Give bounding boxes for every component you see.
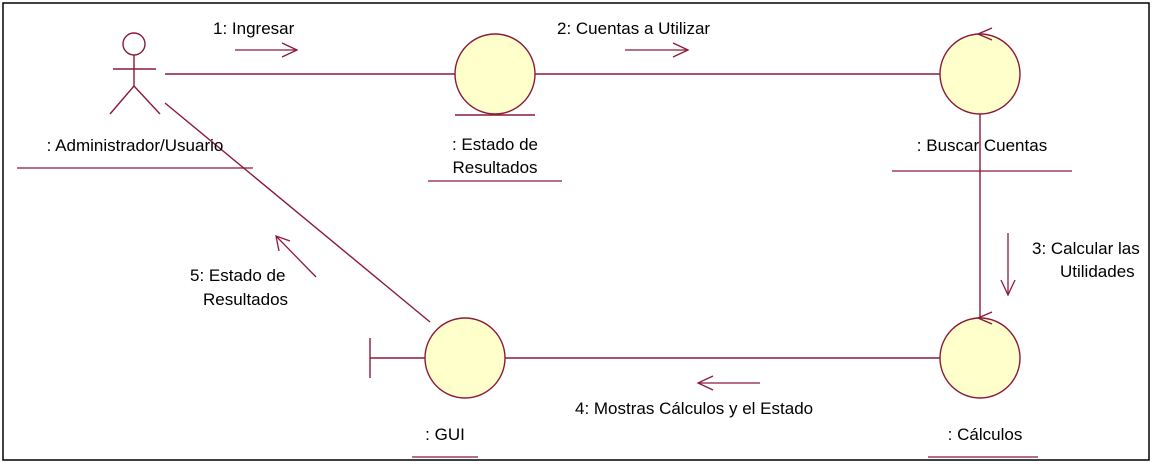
message-3-arrow-icon <box>1000 233 1016 297</box>
calculos-label: : Cálculos <box>948 425 1023 444</box>
stick-figure-actor-icon[interactable] <box>109 32 161 115</box>
message-2-label: 2: Cuentas a Utilizar <box>557 19 710 38</box>
control-object-icon[interactable] <box>939 311 1021 399</box>
gui-label: : GUI <box>425 425 465 444</box>
message-5-label-line1: 5: Estado de <box>190 266 285 285</box>
message-1-arrow-icon <box>235 42 299 58</box>
message-4-arrow-icon <box>696 375 760 391</box>
boundary-object-icon[interactable] <box>369 317 506 399</box>
actor-label: : Administrador/Usuario <box>47 136 224 155</box>
link-gui-actor <box>164 102 431 323</box>
buscar-label: : Buscar Cuentas <box>917 136 1047 155</box>
message-1-label: 1: Ingresar <box>213 19 295 38</box>
message-2-arrow-icon <box>625 42 690 58</box>
estado-label-line1: : Estado de <box>452 135 538 154</box>
control-object-icon[interactable] <box>939 27 1021 115</box>
message-3-label-line2: Utilidades <box>1060 262 1135 281</box>
message-5-arrow-icon <box>275 235 317 278</box>
message-3-label-line1: 3: Calcular las <box>1032 239 1140 258</box>
estado-label-line2: Resultados <box>452 158 537 177</box>
message-4-label: 4: Mostras Cálculos y el Estado <box>575 399 813 418</box>
entity-object-icon[interactable] <box>454 33 536 116</box>
message-5-label-line2: Resultados <box>203 290 288 309</box>
